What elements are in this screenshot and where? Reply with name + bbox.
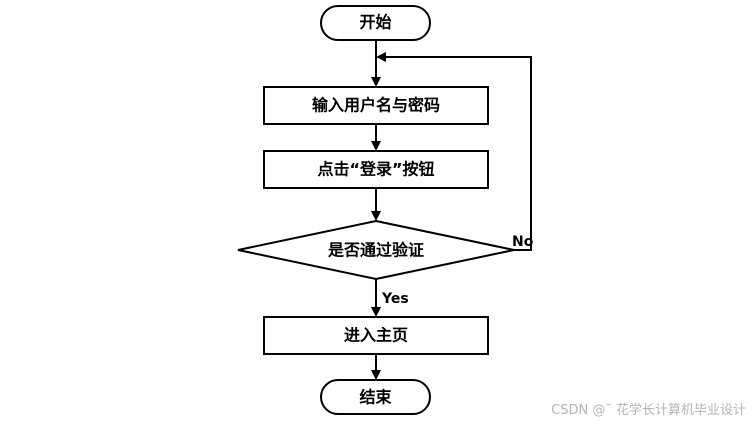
verification-decision-label: 是否通过验证 [327,241,424,260]
enter-homepage-node: 进入主页 [263,316,489,355]
click-login-label: 点击“登录”按钮 [317,160,434,179]
yes-branch-label: Yes [381,291,409,307]
no-branch-label: No [512,234,534,250]
enter-homepage-label: 进入主页 [344,326,408,345]
click-login-node: 点击“登录”按钮 [263,150,489,189]
verification-decision-node: 是否通过验证 [237,219,515,281]
end-node-label: 结束 [358,388,392,407]
end-node: 结束 [320,379,431,415]
input-credentials-label: 输入用户名与密码 [312,96,440,115]
start-node: 开始 [320,5,431,41]
arrow-no-loop-back [376,52,532,251]
csdn-watermark: CSDN @˜ 花学长计算机毕业设计 [551,402,746,418]
start-node-label: 开始 [359,13,391,32]
input-credentials-node: 输入用户名与密码 [263,86,489,125]
